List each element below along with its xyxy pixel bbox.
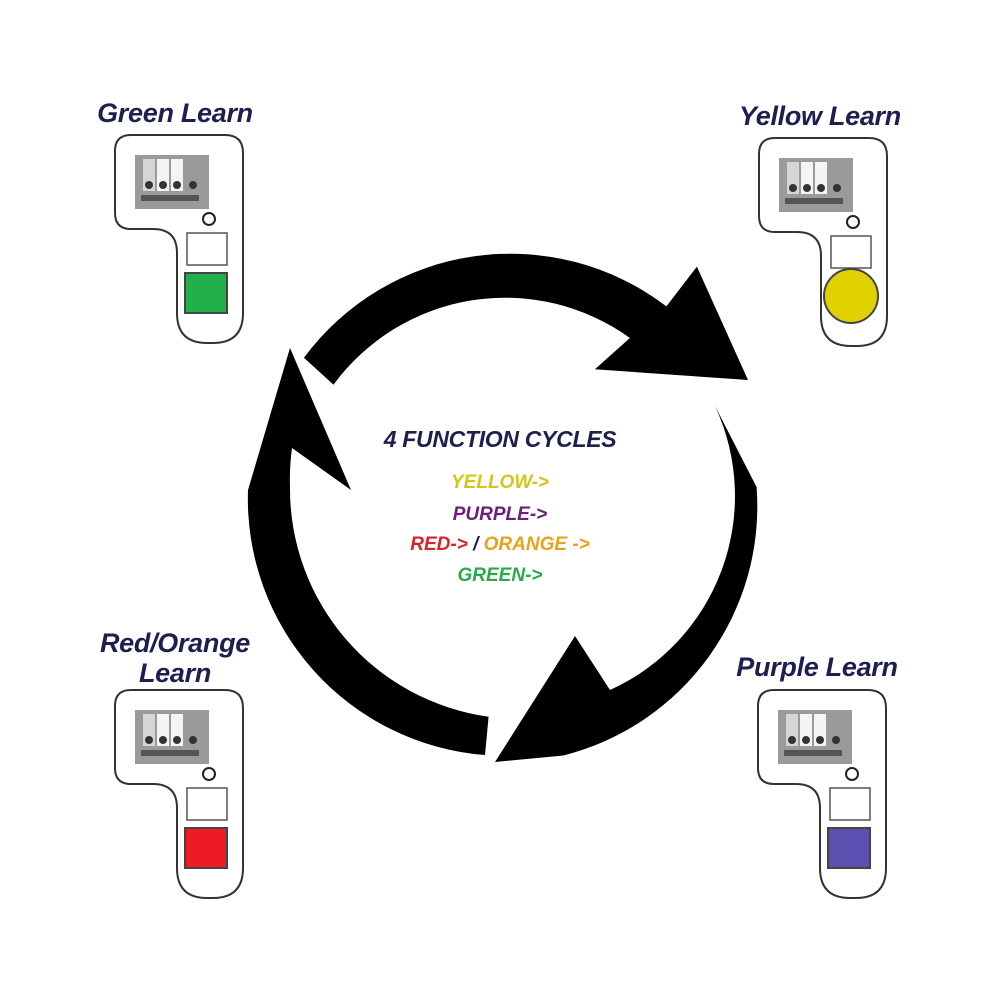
sequence-purple-text: PURPLE-> <box>452 504 548 525</box>
purple-color-button <box>829 829 869 867</box>
yellow-color-button <box>823 268 879 324</box>
sequence-step-green: GREEN-> <box>300 561 700 591</box>
sequence-separator: / <box>467 534 484 555</box>
red-color-button <box>186 829 226 867</box>
green-learn-remote <box>113 133 245 345</box>
blank-button <box>186 232 228 266</box>
cycle-arrow-top <box>303 253 748 385</box>
green-learn-label: Green Learn <box>97 98 253 128</box>
red-orange-learn-label: Red/Orange Learn <box>90 628 260 688</box>
purple-learn-label: Purple Learn <box>736 652 898 682</box>
purple-learn-remote <box>756 688 888 900</box>
indicator-led <box>202 767 216 781</box>
cycle-arrow-left <box>247 348 489 755</box>
sequence-green-text: GREEN-> <box>457 565 543 586</box>
sequence-step-red-orange: RED-> / ORANGE -> <box>300 530 700 560</box>
sequence-orange-text: ORANGE -> <box>483 534 590 555</box>
sequence-yellow-text: YELLOW-> <box>451 472 549 493</box>
red-orange-label-line1: Red/Orange <box>99 628 251 658</box>
blank-button <box>829 787 871 821</box>
indicator-led <box>202 212 216 226</box>
cycle-arrow-right <box>495 406 758 762</box>
sequence-step-yellow: YELLOW-> <box>300 468 700 498</box>
yellow-learn-remote <box>757 136 889 348</box>
sequence-step-purple: PURPLE-> <box>300 500 700 530</box>
sequence-red-text: RED-> <box>410 534 468 555</box>
cycle-title: 4 FUNCTION CYCLES <box>383 426 617 452</box>
blank-button <box>830 235 872 269</box>
indicator-led <box>845 767 859 781</box>
red-orange-learn-remote <box>113 688 245 900</box>
green-color-button <box>186 274 226 312</box>
yellow-learn-label: Yellow Learn <box>739 101 901 131</box>
blank-button <box>186 787 228 821</box>
indicator-led <box>846 215 860 229</box>
red-orange-label-line2: Learn <box>138 658 212 688</box>
